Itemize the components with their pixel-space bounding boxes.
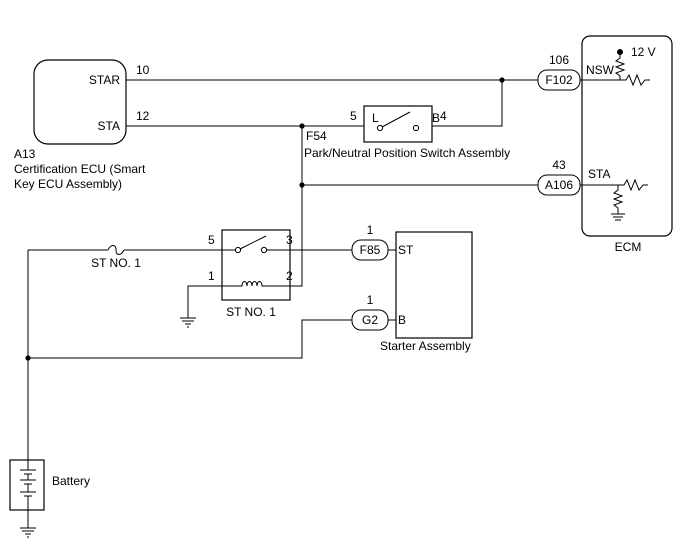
pnp-contact-b [412, 124, 420, 132]
starter-assembly: ST B Starter Assembly [380, 231, 473, 353]
ecm-pin-nsw: NSW [586, 63, 615, 77]
wire-nsw-pnp-b [432, 80, 503, 127]
relay-box [221, 229, 291, 301]
wire-relay-ground [187, 285, 222, 318]
connector-g2-pin: 1 [367, 293, 374, 307]
connectors: F102 106 A106 43 F85 1 G2 1 [351, 53, 581, 331]
battery-box [9, 459, 45, 511]
wire-sta-bus [290, 126, 303, 287]
relay-ground-icon [180, 317, 196, 328]
connector-a106-label: A106 [545, 178, 573, 192]
connector-a106-pin: 43 [552, 158, 566, 172]
cert-ecu-box [33, 59, 127, 145]
ecm-name: ECM [615, 240, 642, 254]
pin-number-sta: 12 [136, 109, 150, 123]
cert-ecu-name-line1: Certification ECU (Smart [14, 162, 146, 176]
connector-f85-label: F85 [360, 243, 381, 257]
pnp-connector-code: F54 [306, 129, 327, 143]
connector-f102-label: F102 [545, 73, 573, 87]
relay-pin-1: 1 [208, 269, 215, 283]
relay-switch-blade [239, 235, 267, 250]
pnp-switch-name: Park/Neutral Position Switch Assembly [304, 146, 510, 160]
relay-pin-3: 3 [286, 233, 293, 247]
fuse-st-no1: ST NO. 1 [91, 245, 141, 270]
pnp-switch-blade [381, 111, 411, 128]
relay-contact-b [260, 246, 268, 254]
wires [25, 77, 582, 528]
starter-pin-st: ST [398, 243, 414, 257]
pin-label-sta: STA [98, 119, 120, 133]
starter-name: Starter Assembly [380, 339, 471, 353]
ecm-sta-input-resistor [582, 178, 648, 192]
cert-ecu-code: A13 [14, 147, 36, 161]
pnp-contact-l [376, 124, 384, 132]
connector-g2 [351, 309, 389, 331]
ecm-sta-pulldown-resistor [612, 185, 624, 214]
relay-st-no1: 5 3 1 2 ST NO. 1 [208, 229, 293, 319]
connector-f85 [351, 239, 389, 261]
starter-box [395, 231, 473, 339]
starter-pin-b: B [398, 313, 406, 327]
connector-g2-label: G2 [362, 313, 378, 327]
pnp-terminal-b: B [432, 111, 440, 125]
fuse-name: ST NO. 1 [91, 256, 141, 270]
certification-ecu: STAR STA 10 12 A13 Certification ECU (Sm… [14, 59, 150, 191]
wire-battery-starter-b [28, 319, 352, 359]
ecm-box [581, 35, 673, 237]
pin-number-star: 10 [136, 63, 150, 77]
battery: Battery [9, 459, 90, 511]
fuse-icon [107, 245, 125, 255]
pnp-terminal-l: L [372, 111, 379, 125]
ecm-nsw-resistor [614, 52, 626, 80]
pnp-pin-b: 4 [440, 109, 447, 123]
relay-pin-2: 2 [286, 269, 293, 283]
pnp-pin-l: 5 [350, 109, 357, 123]
relay-pin-5: 5 [208, 233, 215, 247]
relay-name: ST NO. 1 [226, 305, 276, 319]
battery-name: Battery [52, 474, 90, 488]
connector-f102-pin: 106 [549, 53, 569, 67]
pnp-switch-box [363, 105, 433, 143]
pin-label-star: STAR [89, 73, 120, 87]
cert-ecu-name-line2: Key ECU Assembly) [14, 177, 122, 191]
relay-coil-icon [222, 281, 290, 287]
relay-contact-a [234, 246, 242, 254]
battery-ground-icon [20, 527, 36, 538]
ecm-pin-sta: STA [588, 167, 610, 181]
connector-f102 [537, 69, 581, 91]
connector-a106 [537, 174, 581, 196]
ecm-nsw-input-resistor [582, 73, 650, 87]
ecm-voltage: 12 V [631, 45, 656, 59]
park-neutral-switch: L B 5 4 F54 Park/Neutral Position Switch… [304, 105, 510, 160]
connector-f85-pin: 1 [367, 223, 374, 237]
ecm-ground-icon [611, 213, 625, 221]
ecm: 12 V NSW STA ECM [581, 35, 673, 254]
battery-cells-icon [20, 460, 36, 510]
